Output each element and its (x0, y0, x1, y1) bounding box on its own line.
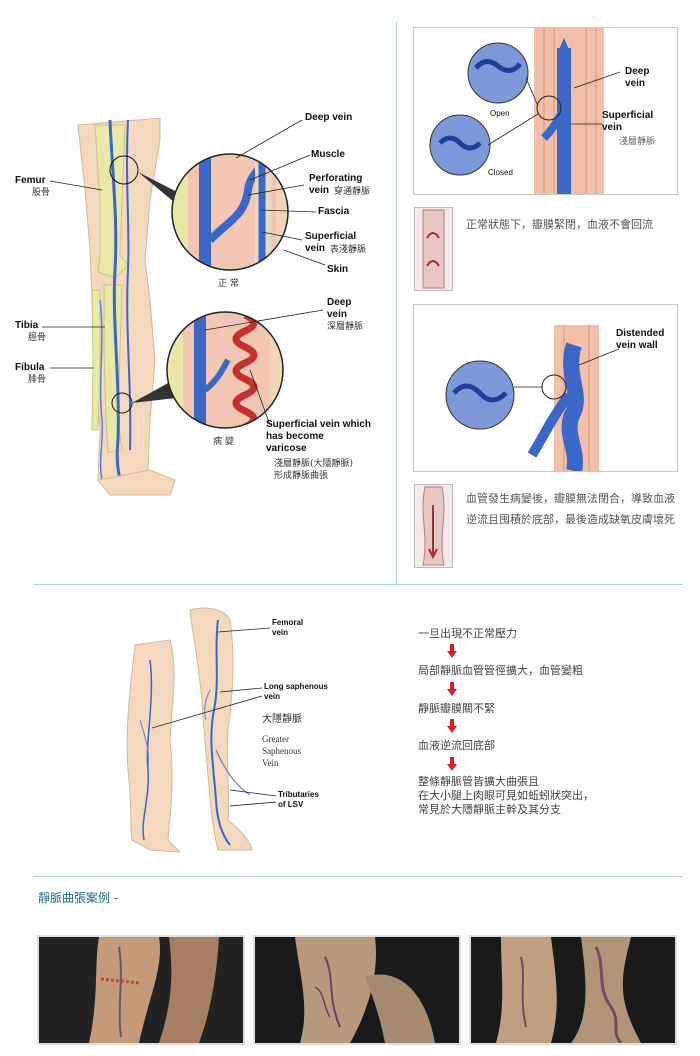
label-tibia: Tibia (15, 320, 39, 331)
diseased-valve-icon (422, 486, 445, 566)
flow-arrow-4 (447, 757, 457, 771)
label-valve-superficial-vein: Superficial vein (602, 110, 654, 133)
case-photo-3 (469, 935, 677, 1045)
label-superficial-vein-cn: 表淺靜脈 (330, 245, 367, 255)
flow-step-5: 整條靜脈管皆擴大曲張且 在大小腿上肉眼可見如蚯蚓狀突出， 常見於大隱靜脈主幹及其… (418, 775, 594, 816)
flow-step-2: 局部靜脈血管管徑擴大，血管變粗 (418, 664, 583, 677)
gsv-figure: Femoral vein Long saphenous vein 大隱靜脈 Gr… (110, 600, 410, 865)
label-femur-cn: 股骨 (32, 188, 51, 198)
flow-step-1: 一旦出現不正常壓力 (418, 627, 517, 640)
case-photo-1-image (39, 937, 243, 1043)
label-deep-vein: Deep vein (305, 112, 353, 123)
label-long-saphenous: Long saphenous vein (264, 682, 328, 701)
label-varicose: Superficial vein which has become varico… (266, 419, 372, 454)
label-gsv-en: Greater Saphenous Vein (262, 734, 301, 768)
label-superficial-vein: Superficial vein (305, 231, 357, 254)
label-perforating-vein: Perforating vein (309, 173, 363, 196)
vertical-divider (396, 22, 397, 584)
label-fibula: Fibula (15, 362, 45, 373)
label-muscle: Muscle (311, 149, 345, 160)
label-skin: Skin (327, 264, 349, 275)
case-photo-1 (37, 935, 245, 1045)
flow-step-3: 靜脈瓣膜關不緊 (418, 702, 495, 715)
case-photo-2 (253, 935, 461, 1045)
label-fascia: Fascia (318, 206, 350, 217)
label-distended: Distended vein wall (616, 328, 665, 351)
label-valve-superficial-vein-cn: 淺層靜脈 (619, 137, 656, 147)
leg-anatomy-illustration (42, 117, 326, 496)
label-femoral-vein: Femoral vein (272, 618, 304, 637)
valve-illustration (429, 28, 621, 194)
gsv-legs-illustration (126, 607, 277, 853)
label-valve-deep-vein: Deep vein (625, 66, 650, 89)
label-femur: Femur (15, 175, 46, 186)
valve-diagram-box: Open Closed Deep vein Superficial vein 淺… (413, 27, 678, 195)
case-photo-3-image (471, 937, 675, 1043)
label-closed: Closed (488, 168, 513, 177)
label-diseased-cn: 病 變 (213, 437, 234, 447)
label-gsv-cn: 大隱靜脈 (262, 714, 302, 725)
horizontal-divider-2 (33, 876, 683, 877)
label-tibia-cn: 脛骨 (28, 333, 47, 343)
anatomy-figure: Deep vein Muscle Perforating vein 穿通靜脈 F… (0, 0, 395, 580)
label-perforating-vein-cn: 穿通靜脈 (334, 187, 371, 197)
horizontal-divider-1 (33, 584, 683, 585)
flow-arrow-2 (447, 682, 457, 696)
distended-text: 血管發生病變後，瓣膜無法閉合，導致血液逆流且囤積於底部，最後造成缺氧皮膚壞死 (466, 492, 675, 526)
label-normal-cn: 正 常 (218, 279, 239, 289)
distended-illustration (445, 325, 620, 471)
normal-valve-icon (422, 209, 445, 289)
label-open: Open (490, 109, 510, 118)
cases-title: 靜脈曲張案例 - (38, 891, 119, 905)
label-deep-vein-2-cn: 深層靜脈 (327, 322, 364, 332)
case-photo-2-image (255, 937, 459, 1043)
normal-valve-thumbnail (414, 207, 453, 291)
flow-arrow-3 (447, 719, 457, 733)
diseased-valve-thumbnail (414, 484, 453, 568)
flow-step-4: 血液逆流回底部 (418, 739, 495, 752)
distended-diagram-box: Distended vein wall (413, 304, 678, 472)
label-deep-vein-2: Deep vein (327, 297, 352, 320)
flow-arrow-1 (447, 644, 457, 658)
label-tributaries: Tributaries of LSV (278, 790, 319, 809)
normal-valve-text: 正常狀態下，瓣膜緊閉，血液不會回流 (466, 218, 653, 231)
label-varicose-cn: 淺層靜脈(大隱靜脈) 形成靜脈曲張 (274, 459, 354, 481)
label-fibula-cn: 腓骨 (28, 375, 47, 385)
